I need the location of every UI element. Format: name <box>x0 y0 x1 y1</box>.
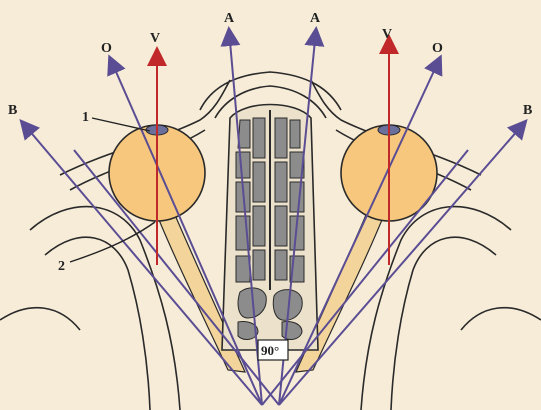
label-V-left: V <box>150 31 160 46</box>
callout-1: 1 <box>82 110 89 125</box>
label-A-right: A <box>310 11 321 26</box>
label-A-left: A <box>224 11 235 26</box>
label-V-right: V <box>382 27 392 42</box>
label-O-right: O <box>432 41 443 56</box>
label-B-right: B <box>523 103 532 118</box>
label-B-left: B <box>8 103 17 118</box>
callout-2: 2 <box>58 259 65 274</box>
label-O-left: O <box>101 41 112 56</box>
angle-label: 90° <box>261 343 279 358</box>
